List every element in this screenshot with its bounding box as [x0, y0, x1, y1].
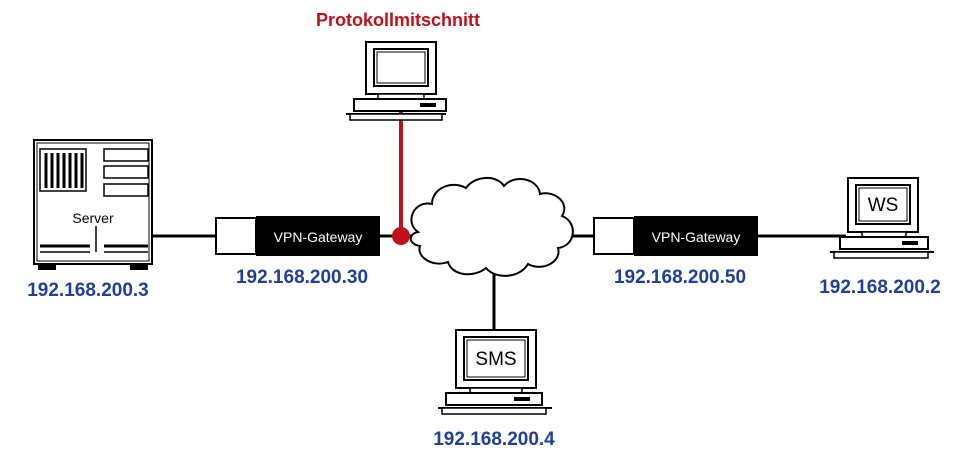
sms-workstation-icon	[438, 329, 552, 415]
server-icon	[33, 139, 153, 270]
capture-tap-point	[392, 227, 410, 245]
server-label: Server	[72, 210, 114, 226]
internet-cloud-icon	[409, 177, 574, 277]
vpn-gateway-left-label: VPN-Gateway	[274, 229, 363, 245]
capture-label: Protokollmitschnitt	[316, 10, 480, 30]
server-ip: 192.168.200.3	[27, 280, 149, 301]
vpn-gateway-left	[215, 216, 380, 256]
ws-workstation-icon	[830, 177, 934, 259]
capture-workstation-icon	[346, 41, 447, 121]
vpn-gateway-right-ip: 192.168.200.50	[614, 267, 746, 288]
sms-screen-label: SMS	[475, 349, 516, 370]
ws-ip: 192.168.200.2	[819, 277, 941, 298]
sms-ip: 192.168.200.4	[433, 429, 555, 450]
vpn-gateway-right-label: VPN-Gateway	[652, 229, 741, 245]
vpn-gateway-left-ip: 192.168.200.30	[236, 267, 368, 288]
ws-screen-label: WS	[868, 195, 899, 216]
vpn-gateway-right	[593, 216, 758, 256]
